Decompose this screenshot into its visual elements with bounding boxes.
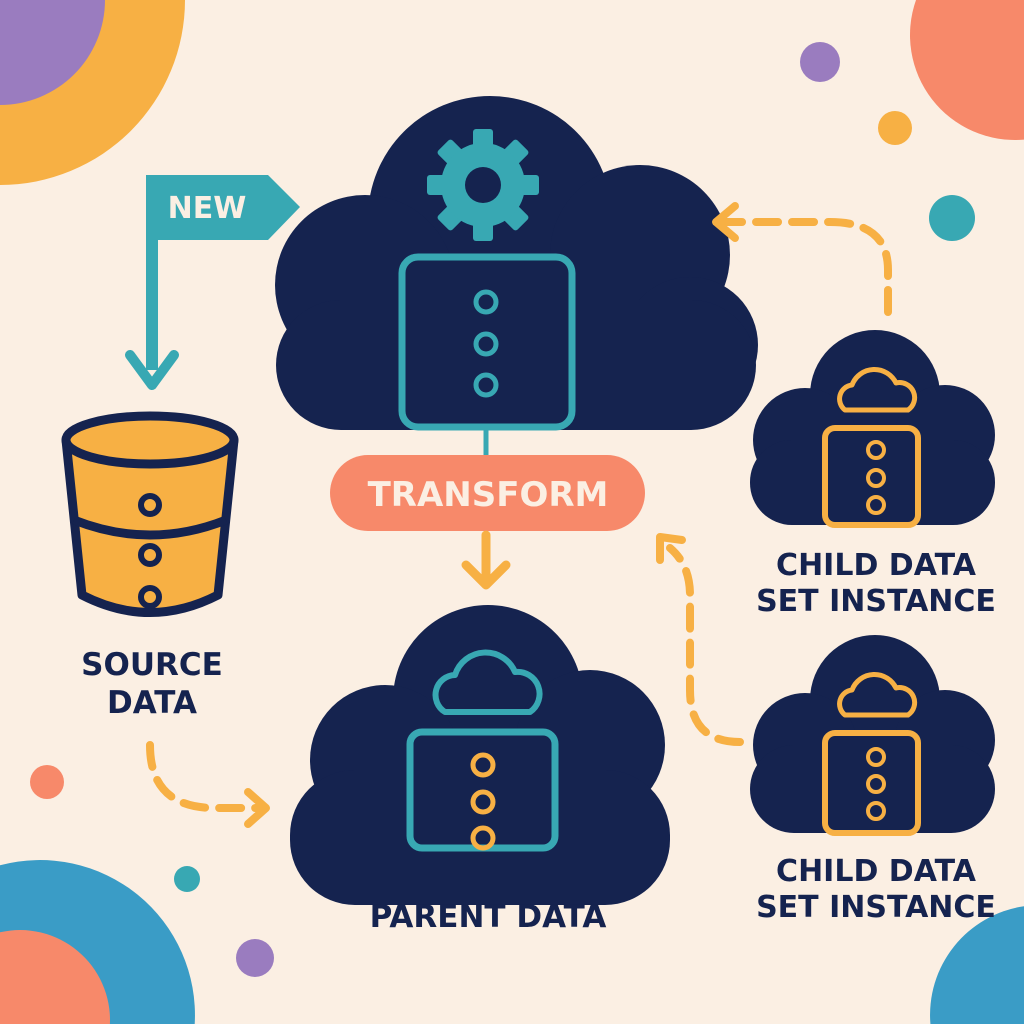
transform-step: TRANSFORM <box>330 455 645 531</box>
corner-decoration-top-right <box>909 0 1024 140</box>
child-cloud-2 <box>750 635 995 833</box>
arrow-down-orange <box>461 530 511 590</box>
arrow-source-to-parent <box>146 741 270 828</box>
small-cloud-icon-child-1 <box>837 367 918 413</box>
source-data-label-line1: SOURCE <box>81 647 223 683</box>
arrow-child-to-transform <box>712 202 892 316</box>
corner-decoration-bottom-right <box>930 906 1024 1024</box>
server-icon-child-2 <box>822 730 921 836</box>
dot-teal-small <box>174 866 200 892</box>
gear-icon <box>427 129 539 241</box>
dot-purple-small <box>236 939 274 977</box>
server-icon-child-1 <box>822 425 921 528</box>
dot-orange <box>878 111 912 145</box>
parent-data-label: PARENT DATA <box>370 899 607 935</box>
source-data-label-line2: DATA <box>107 685 197 721</box>
child-2-label-line1: CHILD DATA <box>776 854 977 889</box>
small-cloud-icon-parent <box>432 649 543 715</box>
source-data-database-icon <box>61 411 239 617</box>
server-icon-main <box>398 253 576 455</box>
child-1-label-line1: CHILD DATA <box>776 548 977 583</box>
dot-coral <box>30 765 64 799</box>
corner-decoration-top-left <box>0 0 185 185</box>
corner-decoration-bottom-left <box>0 860 195 1024</box>
child-2-label-line2: SET INSTANCE <box>756 890 996 925</box>
child-1-label-line2: SET INSTANCE <box>756 584 996 619</box>
server-icon-parent <box>406 728 559 852</box>
new-flag-arrow: NEW <box>125 175 300 390</box>
small-cloud-icon-child-2 <box>837 672 918 718</box>
dot-purple <box>800 42 840 82</box>
new-label: NEW <box>168 191 247 226</box>
arrow-child-2-to-transform <box>656 533 744 746</box>
transform-label: TRANSFORM <box>368 475 609 515</box>
dot-teal <box>929 195 975 241</box>
